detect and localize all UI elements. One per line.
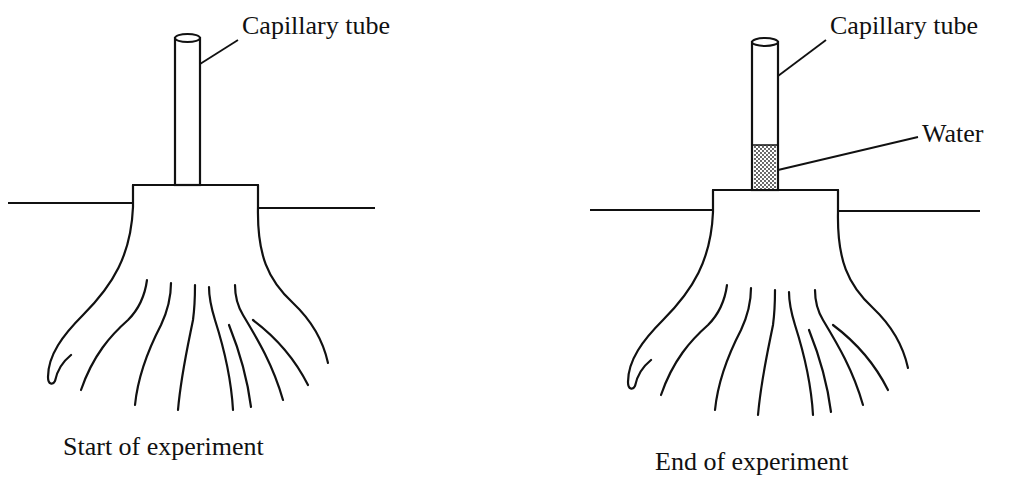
tube-label: Capillary tube [830,12,978,41]
plant-stump [48,185,328,410]
leader-line [200,40,238,64]
caption-label: Start of experiment [63,433,264,462]
leader-line [778,137,918,170]
capillary-tube [752,42,778,190]
tube-label: Capillary tube [242,12,390,41]
plant-stump [628,190,908,415]
caption-label: End of experiment [655,448,849,477]
capillary-tube [175,38,200,185]
leader-line [778,40,826,76]
water-label: Water [922,120,983,149]
water-column [754,145,776,189]
